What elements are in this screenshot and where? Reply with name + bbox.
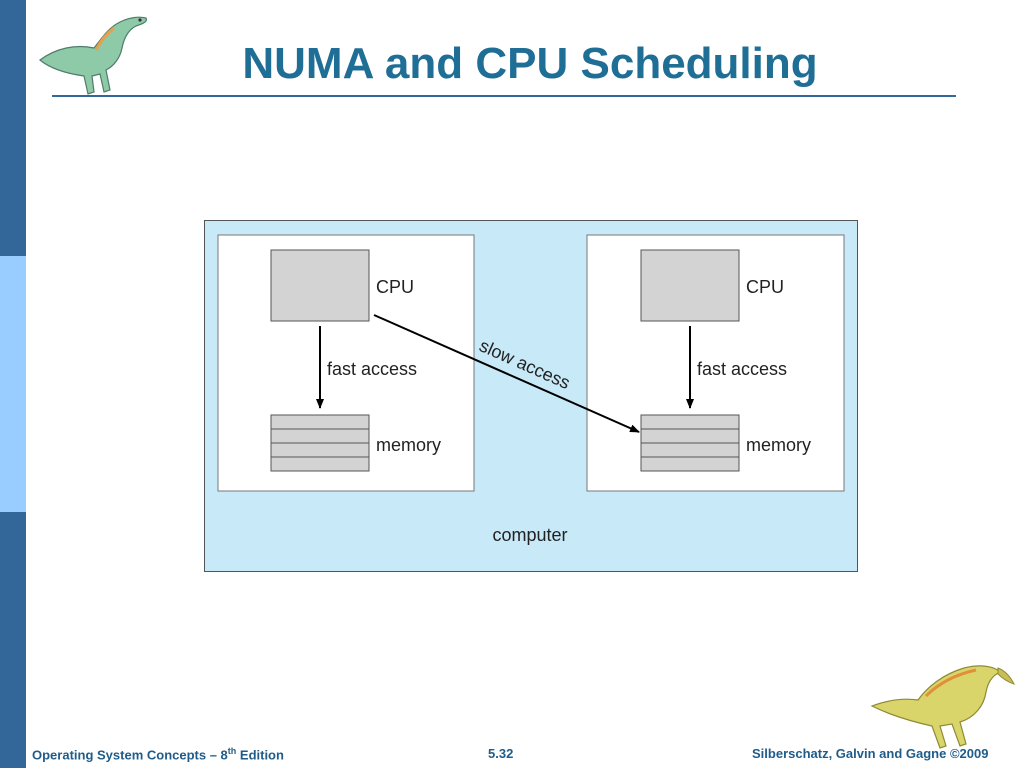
right-node: CPU fast access memory: [586, 234, 845, 492]
footer-book-suffix: Edition: [236, 747, 284, 763]
title-divider: [52, 95, 956, 97]
dinosaur-logo-bottom: [870, 665, 1015, 749]
footer-page-number: 5.32: [488, 746, 514, 761]
right-memory-label: memory: [746, 435, 811, 455]
footer-book-prefix: Operating System Concepts – 8: [32, 747, 228, 763]
sidebar-band-bottom: [0, 512, 26, 768]
left-cpu-label: CPU: [376, 277, 414, 297]
slow-access-arrow: [373, 314, 640, 433]
numa-diagram: CPU fast access memory CPU fast access m…: [204, 220, 858, 572]
dinosaur-logo-top: [39, 16, 147, 95]
computer-label: computer: [492, 525, 567, 545]
right-memory-block: [640, 414, 740, 472]
left-node: CPU fast access memory: [217, 234, 475, 492]
right-fast-access-label: fast access: [697, 359, 787, 379]
slide-title: NUMA and CPU Scheduling: [242, 39, 818, 88]
sidebar-band-middle: [0, 256, 26, 512]
sidebar-band-top: [0, 0, 26, 256]
right-cpu-block: [640, 249, 740, 322]
left-memory-block: [270, 414, 370, 472]
right-cpu-label: CPU: [746, 277, 784, 297]
footer-book-sup: th: [227, 746, 237, 756]
left-fast-access-label: fast access: [327, 359, 417, 379]
footer-book-title: Operating System Concepts – 8th Edition: [32, 746, 284, 762]
footer-copyright: Silberschatz, Galvin and Gagne ©2009: [752, 746, 989, 761]
left-cpu-block: [270, 249, 370, 322]
left-memory-label: memory: [376, 435, 441, 455]
